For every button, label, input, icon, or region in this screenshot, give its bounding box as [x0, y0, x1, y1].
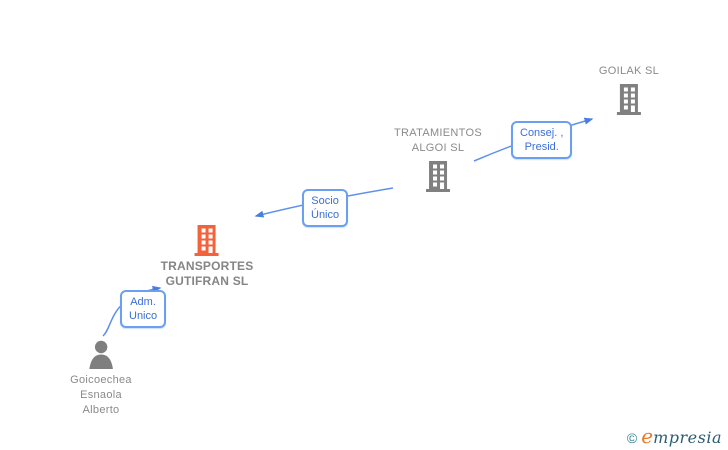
building-icon: [195, 225, 219, 256]
person-icon: [89, 340, 113, 369]
node-transportes-gutifran-sl[interactable]: TRANSPORTES GUTIFRAN SL: [161, 220, 254, 289]
building-icon: [426, 161, 450, 192]
copyright-icon: ©: [626, 430, 638, 446]
edge-label-line2: Presid.: [524, 141, 559, 153]
edge-label-socio-unico[interactable]: Socio Único: [302, 189, 349, 227]
brand-rest: mpresia: [653, 428, 722, 447]
node-label-line1: TRANSPORTES: [160, 259, 254, 273]
edge-label-consej-presid[interactable]: Consej. , Presid.: [511, 121, 573, 159]
edge-label-line1: Socio: [311, 195, 339, 207]
node-label-line2: GUTIFRAN SL: [165, 274, 249, 288]
edge-label-line2: Unico: [129, 310, 158, 322]
building-icon: [616, 84, 641, 115]
edge-label-line1: Adm.: [130, 296, 156, 308]
brand-e: e: [641, 424, 654, 448]
empresia-logo[interactable]: © empresia: [627, 424, 722, 448]
person-label-line2: Esnaola: [80, 389, 122, 401]
node-tratamientos-algoi-sl[interactable]: TRATAMIENTOS ALGOI SL: [394, 126, 482, 195]
node-person-goicoechea[interactable]: Goicoechea Esnaola Alberto: [70, 335, 132, 418]
node-label-line2: ALGOI SL: [411, 142, 465, 154]
node-goilak-sl[interactable]: GOILAK SL: [599, 64, 659, 118]
edge-label-line1: Consej. ,: [520, 127, 564, 139]
node-label: GOILAK SL: [598, 65, 660, 77]
person-label-line1: Goicoechea: [70, 374, 132, 386]
brand-wordmark: empresia: [641, 424, 722, 448]
person-label-line3: Alberto: [82, 404, 120, 416]
node-label-line1: TRATAMIENTOS: [394, 127, 482, 139]
edge-label-adm-unico[interactable]: Adm. Unico: [120, 290, 167, 328]
edge-label-line2: Único: [311, 209, 340, 221]
